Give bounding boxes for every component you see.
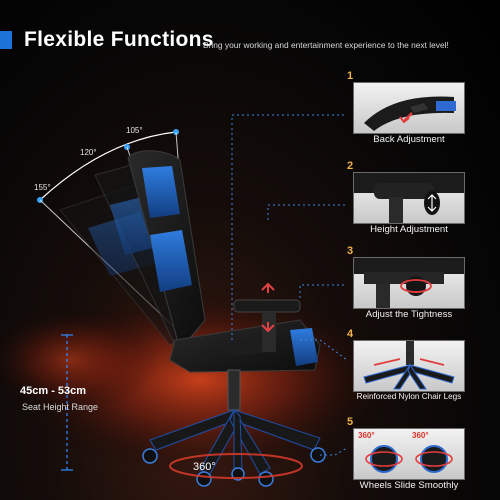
header-accent-bar	[0, 31, 12, 49]
angle-label-105: 105°	[126, 126, 143, 135]
angle-label-155: 155°	[34, 183, 51, 192]
chair-base	[149, 408, 321, 475]
feature-caption: Height Adjustment	[370, 224, 448, 235]
backrest-main	[127, 150, 206, 352]
feature-number: 4	[347, 328, 354, 340]
rotation-ring	[169, 453, 303, 479]
page-subtitle: Bring your working and entertainment exp…	[203, 40, 449, 50]
seat-height-range: 45cm - 53cm	[20, 385, 87, 397]
feature-connectors	[231, 114, 348, 456]
gas-lift-icon	[353, 172, 465, 224]
page-title: Flexible Functions	[24, 28, 214, 51]
recline-arc	[39, 131, 177, 201]
feature-number: 5	[347, 416, 354, 428]
rotation-label: 360°	[193, 461, 216, 473]
chair-base-icon	[353, 340, 465, 392]
angle-label-120: 120°	[80, 148, 97, 157]
caster-wheel-icon: 360° 360°	[353, 428, 465, 480]
gas-lift	[227, 369, 241, 411]
feature-caption: Back Adjustment	[373, 134, 445, 145]
rotation-badge: 360°	[412, 431, 429, 440]
backrest-lever-icon	[353, 82, 465, 134]
floor-fire-glow-left	[0, 305, 160, 415]
feature-number: 2	[347, 160, 354, 172]
tilt-knob-icon	[353, 257, 465, 309]
rotation-badge: 360°	[358, 431, 375, 440]
seat	[169, 319, 321, 373]
seat-height-caption: Seat Height Range	[22, 402, 99, 412]
seat-height-ruler	[61, 334, 73, 471]
feature-number: 1	[347, 70, 354, 82]
feature-number: 3	[347, 245, 354, 257]
feature-caption: Wheels Slide Smoothly	[359, 480, 459, 491]
feature-caption: Reinforced Nylon Chair Legs	[356, 392, 462, 401]
armrest	[233, 282, 301, 352]
feature-caption: Adjust the Tightness	[365, 309, 453, 320]
